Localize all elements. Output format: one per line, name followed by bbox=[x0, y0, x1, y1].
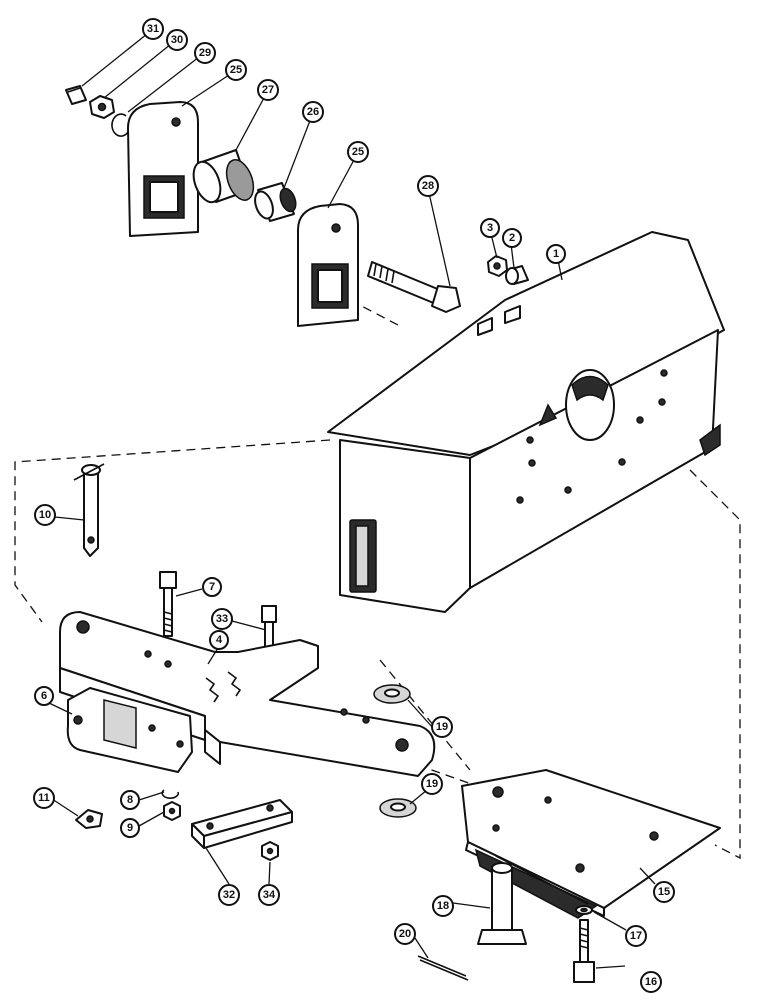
part-30-nut bbox=[89, 95, 115, 119]
callout-4-label: 4 bbox=[216, 634, 223, 646]
part-19-washer-lower bbox=[379, 798, 417, 818]
callout-34: 34 bbox=[258, 884, 280, 906]
callout-32-label: 32 bbox=[223, 889, 235, 901]
callout-3-label: 3 bbox=[487, 222, 493, 234]
part-34-nut bbox=[261, 841, 279, 861]
callout-26-label: 26 bbox=[307, 106, 319, 118]
callout-19-lower: 19 bbox=[421, 773, 443, 795]
part-11-clip-pin bbox=[75, 809, 103, 829]
callout-27-label: 27 bbox=[262, 84, 274, 96]
callout-10: 10 bbox=[34, 504, 56, 526]
part-17-lockwasher bbox=[575, 905, 593, 915]
callout-6: 6 bbox=[34, 686, 54, 706]
callout-33-label: 33 bbox=[216, 613, 228, 625]
callout-33: 33 bbox=[211, 608, 233, 630]
callout-20: 20 bbox=[394, 923, 416, 945]
callout-2-label: 2 bbox=[509, 232, 515, 244]
callout-29-label: 29 bbox=[199, 47, 211, 59]
part-25-plate-left bbox=[127, 101, 199, 237]
callout-26: 26 bbox=[302, 101, 324, 123]
part-19-washer-upper bbox=[373, 684, 411, 704]
callouts: 31 30 29 25 27 26 25 28 bbox=[33, 18, 675, 993]
part-16-bolt bbox=[573, 919, 595, 983]
part-7-bolt bbox=[159, 571, 177, 637]
callout-4: 4 bbox=[209, 630, 229, 650]
part-10-pin bbox=[73, 463, 105, 557]
callout-19-lower-label: 19 bbox=[426, 778, 438, 790]
part-9-nut bbox=[163, 801, 181, 821]
callout-19-upper: 19 bbox=[431, 716, 453, 738]
callout-2: 2 bbox=[502, 228, 522, 248]
callout-20-label: 20 bbox=[399, 928, 411, 940]
part-3-nut bbox=[487, 255, 508, 277]
callout-10-label: 10 bbox=[39, 509, 51, 521]
part-2-spacer bbox=[505, 265, 529, 285]
callout-9-label: 9 bbox=[127, 822, 133, 834]
callout-25-lower-label: 25 bbox=[352, 146, 364, 158]
callout-3: 3 bbox=[480, 218, 500, 238]
callout-29: 29 bbox=[194, 42, 216, 64]
callout-25-upper: 25 bbox=[225, 59, 247, 81]
callout-28: 28 bbox=[417, 175, 439, 197]
callout-25-lower: 25 bbox=[347, 141, 369, 163]
callout-9: 9 bbox=[120, 818, 140, 838]
callout-17: 17 bbox=[625, 925, 647, 947]
callout-30-label: 30 bbox=[171, 34, 183, 46]
callout-15-label: 15 bbox=[658, 886, 670, 898]
callout-7-label: 7 bbox=[209, 581, 215, 593]
part-1-frame bbox=[327, 231, 725, 613]
part-32-strap bbox=[191, 799, 293, 849]
callout-15: 15 bbox=[653, 881, 675, 903]
part-18-pin bbox=[477, 862, 527, 945]
part-29-clip bbox=[111, 113, 129, 137]
callout-1-label: 1 bbox=[553, 248, 559, 260]
callout-31-label: 31 bbox=[147, 23, 159, 35]
callout-6-label: 6 bbox=[41, 690, 47, 702]
callout-11: 11 bbox=[33, 787, 55, 809]
callout-16-label: 16 bbox=[645, 976, 657, 988]
callout-11-label: 11 bbox=[38, 792, 50, 804]
callout-18-label: 18 bbox=[437, 900, 449, 912]
part-8-lockwasher bbox=[161, 789, 179, 799]
part-31-bolt bbox=[65, 85, 87, 105]
callout-27: 27 bbox=[257, 79, 279, 101]
part-26-sleeve bbox=[254, 182, 297, 222]
part-20-cotter-pin bbox=[417, 955, 469, 981]
callout-34-label: 34 bbox=[263, 889, 276, 901]
callout-31: 31 bbox=[142, 18, 164, 40]
callout-30: 30 bbox=[166, 29, 188, 51]
callout-18: 18 bbox=[432, 895, 454, 917]
callout-8-label: 8 bbox=[127, 794, 133, 806]
part-6-clevis bbox=[66, 687, 193, 773]
part-28-bolt bbox=[367, 261, 461, 313]
callout-19-upper-label: 19 bbox=[436, 721, 448, 733]
callout-25-upper-label: 25 bbox=[230, 64, 242, 76]
part-27-bushing bbox=[192, 149, 255, 204]
callout-16: 16 bbox=[640, 971, 662, 993]
callout-8: 8 bbox=[120, 790, 140, 810]
leader-lines bbox=[48, 33, 656, 969]
callout-7: 7 bbox=[202, 577, 222, 597]
callout-28-label: 28 bbox=[422, 180, 434, 192]
callout-32: 32 bbox=[218, 884, 240, 906]
part-25-plate-right bbox=[297, 203, 359, 327]
callout-17-label: 17 bbox=[630, 930, 642, 942]
callout-1: 1 bbox=[546, 244, 566, 264]
